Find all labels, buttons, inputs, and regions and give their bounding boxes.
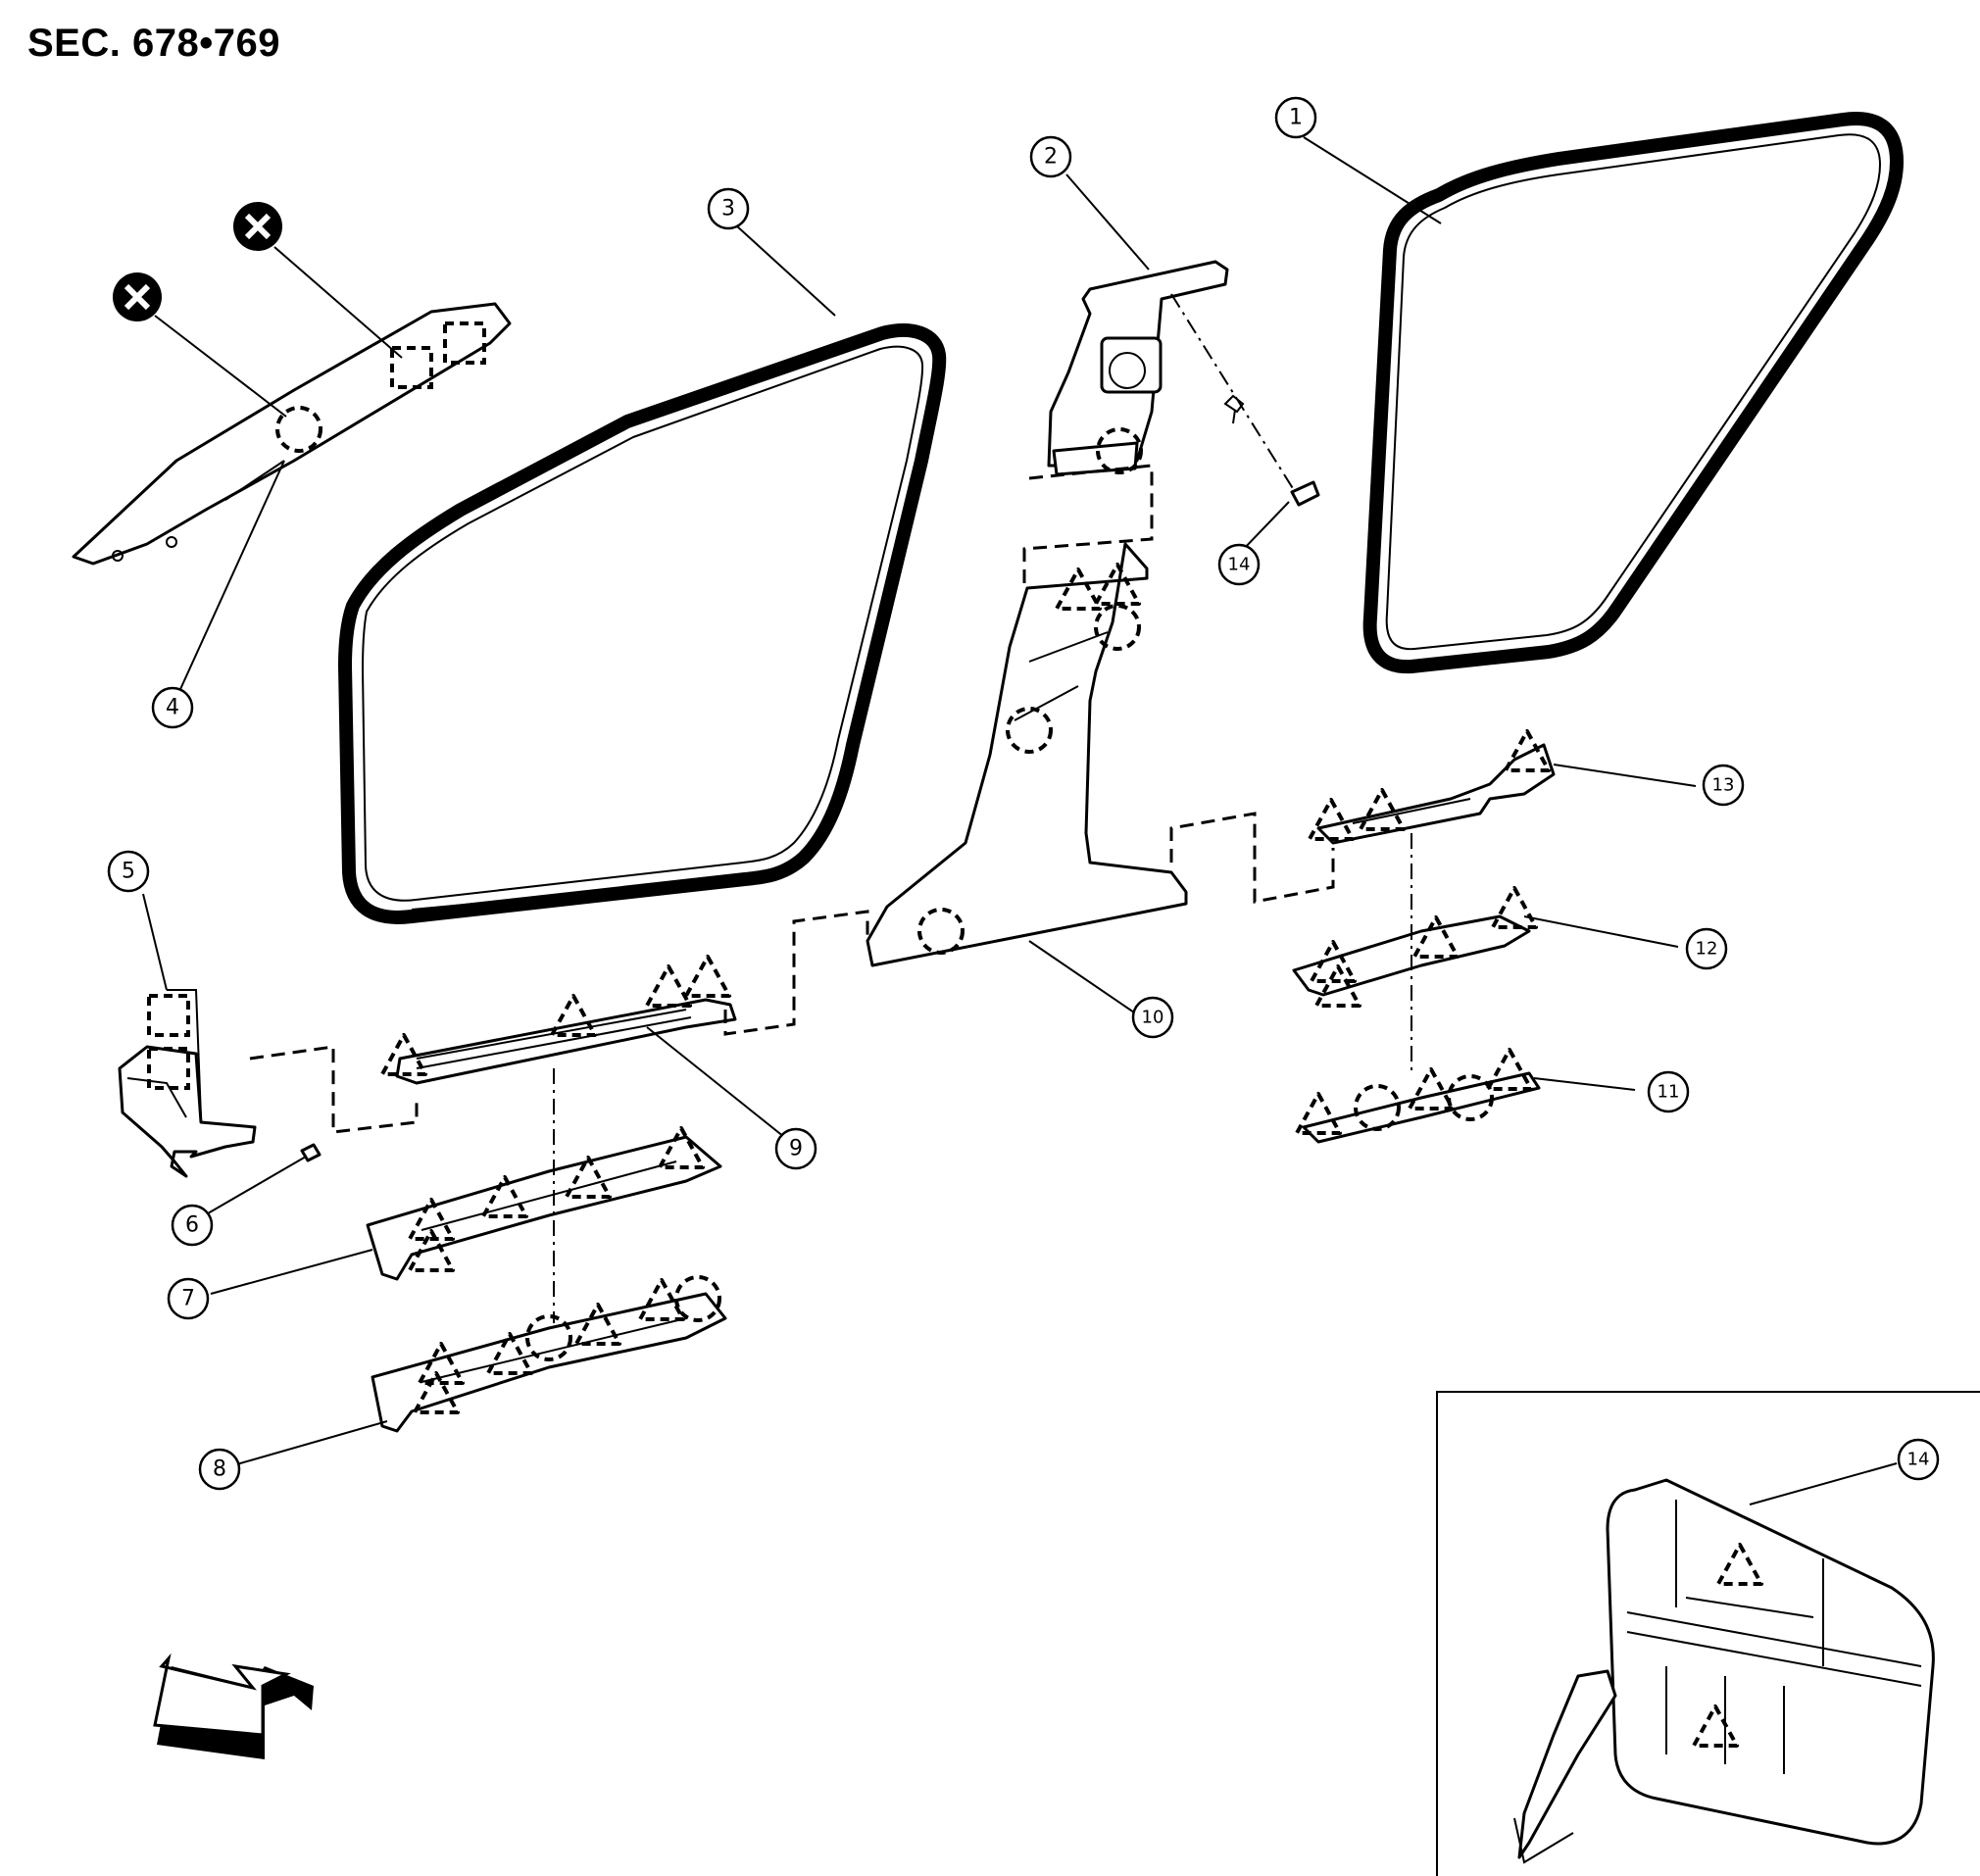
callout-2: 2: [1029, 135, 1072, 178]
leader-lines: [142, 136, 1697, 1466]
callout-14-detail: 14: [1897, 1438, 1940, 1481]
callout-13: 13: [1702, 764, 1745, 807]
callout-6: 6: [171, 1204, 214, 1247]
front-pillar-garnish: [72, 302, 512, 566]
svg-text:10: 10: [1142, 1008, 1164, 1028]
clip-marker: [645, 964, 692, 1008]
callout-5: 5: [107, 850, 150, 893]
svg-text:13: 13: [1712, 775, 1735, 796]
front-arrow-icon: [153, 1653, 314, 1759]
callout-10: 10: [1131, 996, 1174, 1039]
dash-side-finisher: [118, 989, 322, 1178]
callout-3: 3: [707, 187, 750, 230]
rear-kicking-plate: [1308, 729, 1556, 845]
svg-text:7: 7: [181, 1287, 195, 1311]
svg-text:6: 6: [185, 1213, 199, 1238]
rear-kicking-plate-bracket-12: [1292, 886, 1538, 1008]
x-circle-icon: [233, 202, 282, 251]
assembly-guide-lines: [249, 293, 1412, 1323]
svg-text:14: 14: [1907, 1450, 1930, 1470]
callout-8: 8: [198, 1448, 241, 1491]
clip-marker: [684, 955, 731, 998]
callout-14: 14: [1217, 543, 1261, 586]
callout-9: 9: [774, 1127, 817, 1170]
svg-text:11: 11: [1658, 1082, 1680, 1103]
front-kicking-plate-bracket-8: [371, 1275, 727, 1433]
callout-12: 12: [1685, 927, 1728, 970]
detail-inset: [1436, 1391, 1980, 1876]
center-pillar-lower-garnish: [866, 542, 1188, 967]
rear-door-weatherstrip: [1362, 112, 1904, 674]
rear-kicking-plate-bracket-11: [1295, 1048, 1541, 1144]
svg-text:4: 4: [166, 696, 179, 720]
section-title: SEC. 678•769: [27, 22, 280, 65]
x-circle-icon: [113, 272, 162, 321]
svg-text:5: 5: [122, 860, 135, 884]
front-door-weatherstrip: [338, 323, 947, 924]
callout-1: 1: [1274, 96, 1317, 139]
callout-7: 7: [167, 1277, 210, 1320]
metal-clip-marker: [147, 994, 190, 1037]
svg-text:1: 1: [1289, 106, 1303, 130]
svg-text:12: 12: [1696, 939, 1718, 960]
svg-text:2: 2: [1044, 145, 1058, 170]
front-kicking-plate: [380, 955, 737, 1085]
svg-text:14: 14: [1228, 555, 1251, 575]
svg-text:8: 8: [213, 1457, 226, 1482]
front-kicking-plate-bracket-7: [366, 1126, 722, 1281]
callout-4: 4: [151, 686, 194, 729]
svg-text:3: 3: [721, 197, 735, 222]
svg-text:9: 9: [789, 1137, 803, 1161]
center-pillar-upper-garnish: [1047, 260, 1320, 507]
callout-11: 11: [1647, 1070, 1690, 1113]
